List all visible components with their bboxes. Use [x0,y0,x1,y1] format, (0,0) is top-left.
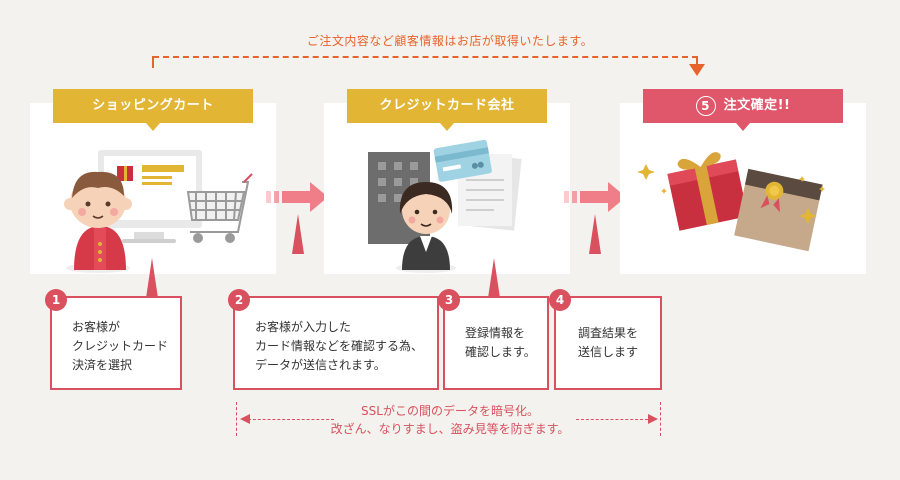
step-1-number: 1 [45,289,67,311]
ssl-bracket-left [236,402,237,436]
callout-1-pointer [146,258,158,298]
callout-step-1: お客様が クレジットカード 決済を選択 [50,296,182,390]
return-arrow-end [696,56,698,66]
tag-shopping-cart: ショッピングカート [53,89,253,123]
step-3-text: 登録情報を 確認します。 [465,326,536,359]
tag-pointer [146,123,160,131]
flow-arrow-1-icon [266,182,328,212]
top-note: ご注文内容など顧客情報はお店が取得いたします。 [306,34,594,48]
step-4-number: 4 [549,289,571,311]
tag-order-confirmed-label: 注文確定!! [723,98,791,113]
gift-box-icon [667,152,748,231]
shopping-scene [64,150,253,273]
sparkle-icon [637,164,825,224]
tag-credit-card-company: クレジットカード会社 [347,89,547,123]
step-5-number: 5 [695,95,716,116]
callout-step-3: 登録情報を 確認します。 [443,296,549,390]
callout-3-pointer [488,258,500,298]
panel-order-confirmed [620,103,866,274]
ssl-arrow-right-line [576,419,648,420]
step-2-number: 2 [228,289,250,311]
panel-credit-card-company [324,103,570,274]
return-arrow-line [153,56,698,58]
return-arrow-head-icon [689,64,705,76]
step-1-text: お客様が クレジットカード 決済を選択 [72,320,169,372]
callout-2-pointer [292,214,304,254]
credit-company-scene [368,140,522,273]
tag-order-confirmed: 5 注文確定!! [643,89,843,123]
tag-pointer [440,123,454,131]
ssl-arrow-left-icon [240,414,250,424]
callout-step-2: お客様が入力した カード情報などを確認する為、 データが送信されます。 [233,296,439,390]
customer-icon [64,171,132,273]
callout-step-4: 調査結果を 送信します [554,296,662,390]
step-2-text: お客様が入力した カード情報などを確認する為、 データが送信されます。 [255,320,424,372]
order-confirmed-scene [637,152,825,252]
return-arrow-start [152,56,154,68]
ssl-bracket-right [660,402,661,436]
flow-arrow-2-icon [564,182,626,212]
callout-4-pointer [589,214,601,254]
shopping-cart-icon [186,173,253,243]
credit-card-icon [433,140,492,182]
ssl-note: SSLがこの間のデータを暗号化。 改ざん、なりすまし、盗み見等を防ぎます。 [330,404,570,436]
step-3-number: 3 [438,289,460,311]
operator-icon [396,182,456,273]
rosette-icon [734,168,823,252]
tag-pointer [736,123,750,131]
ssl-arrow-left-line [248,419,334,420]
ssl-arrow-right-icon [648,414,658,424]
step-4-text: 調査結果を 送信します [578,326,639,359]
